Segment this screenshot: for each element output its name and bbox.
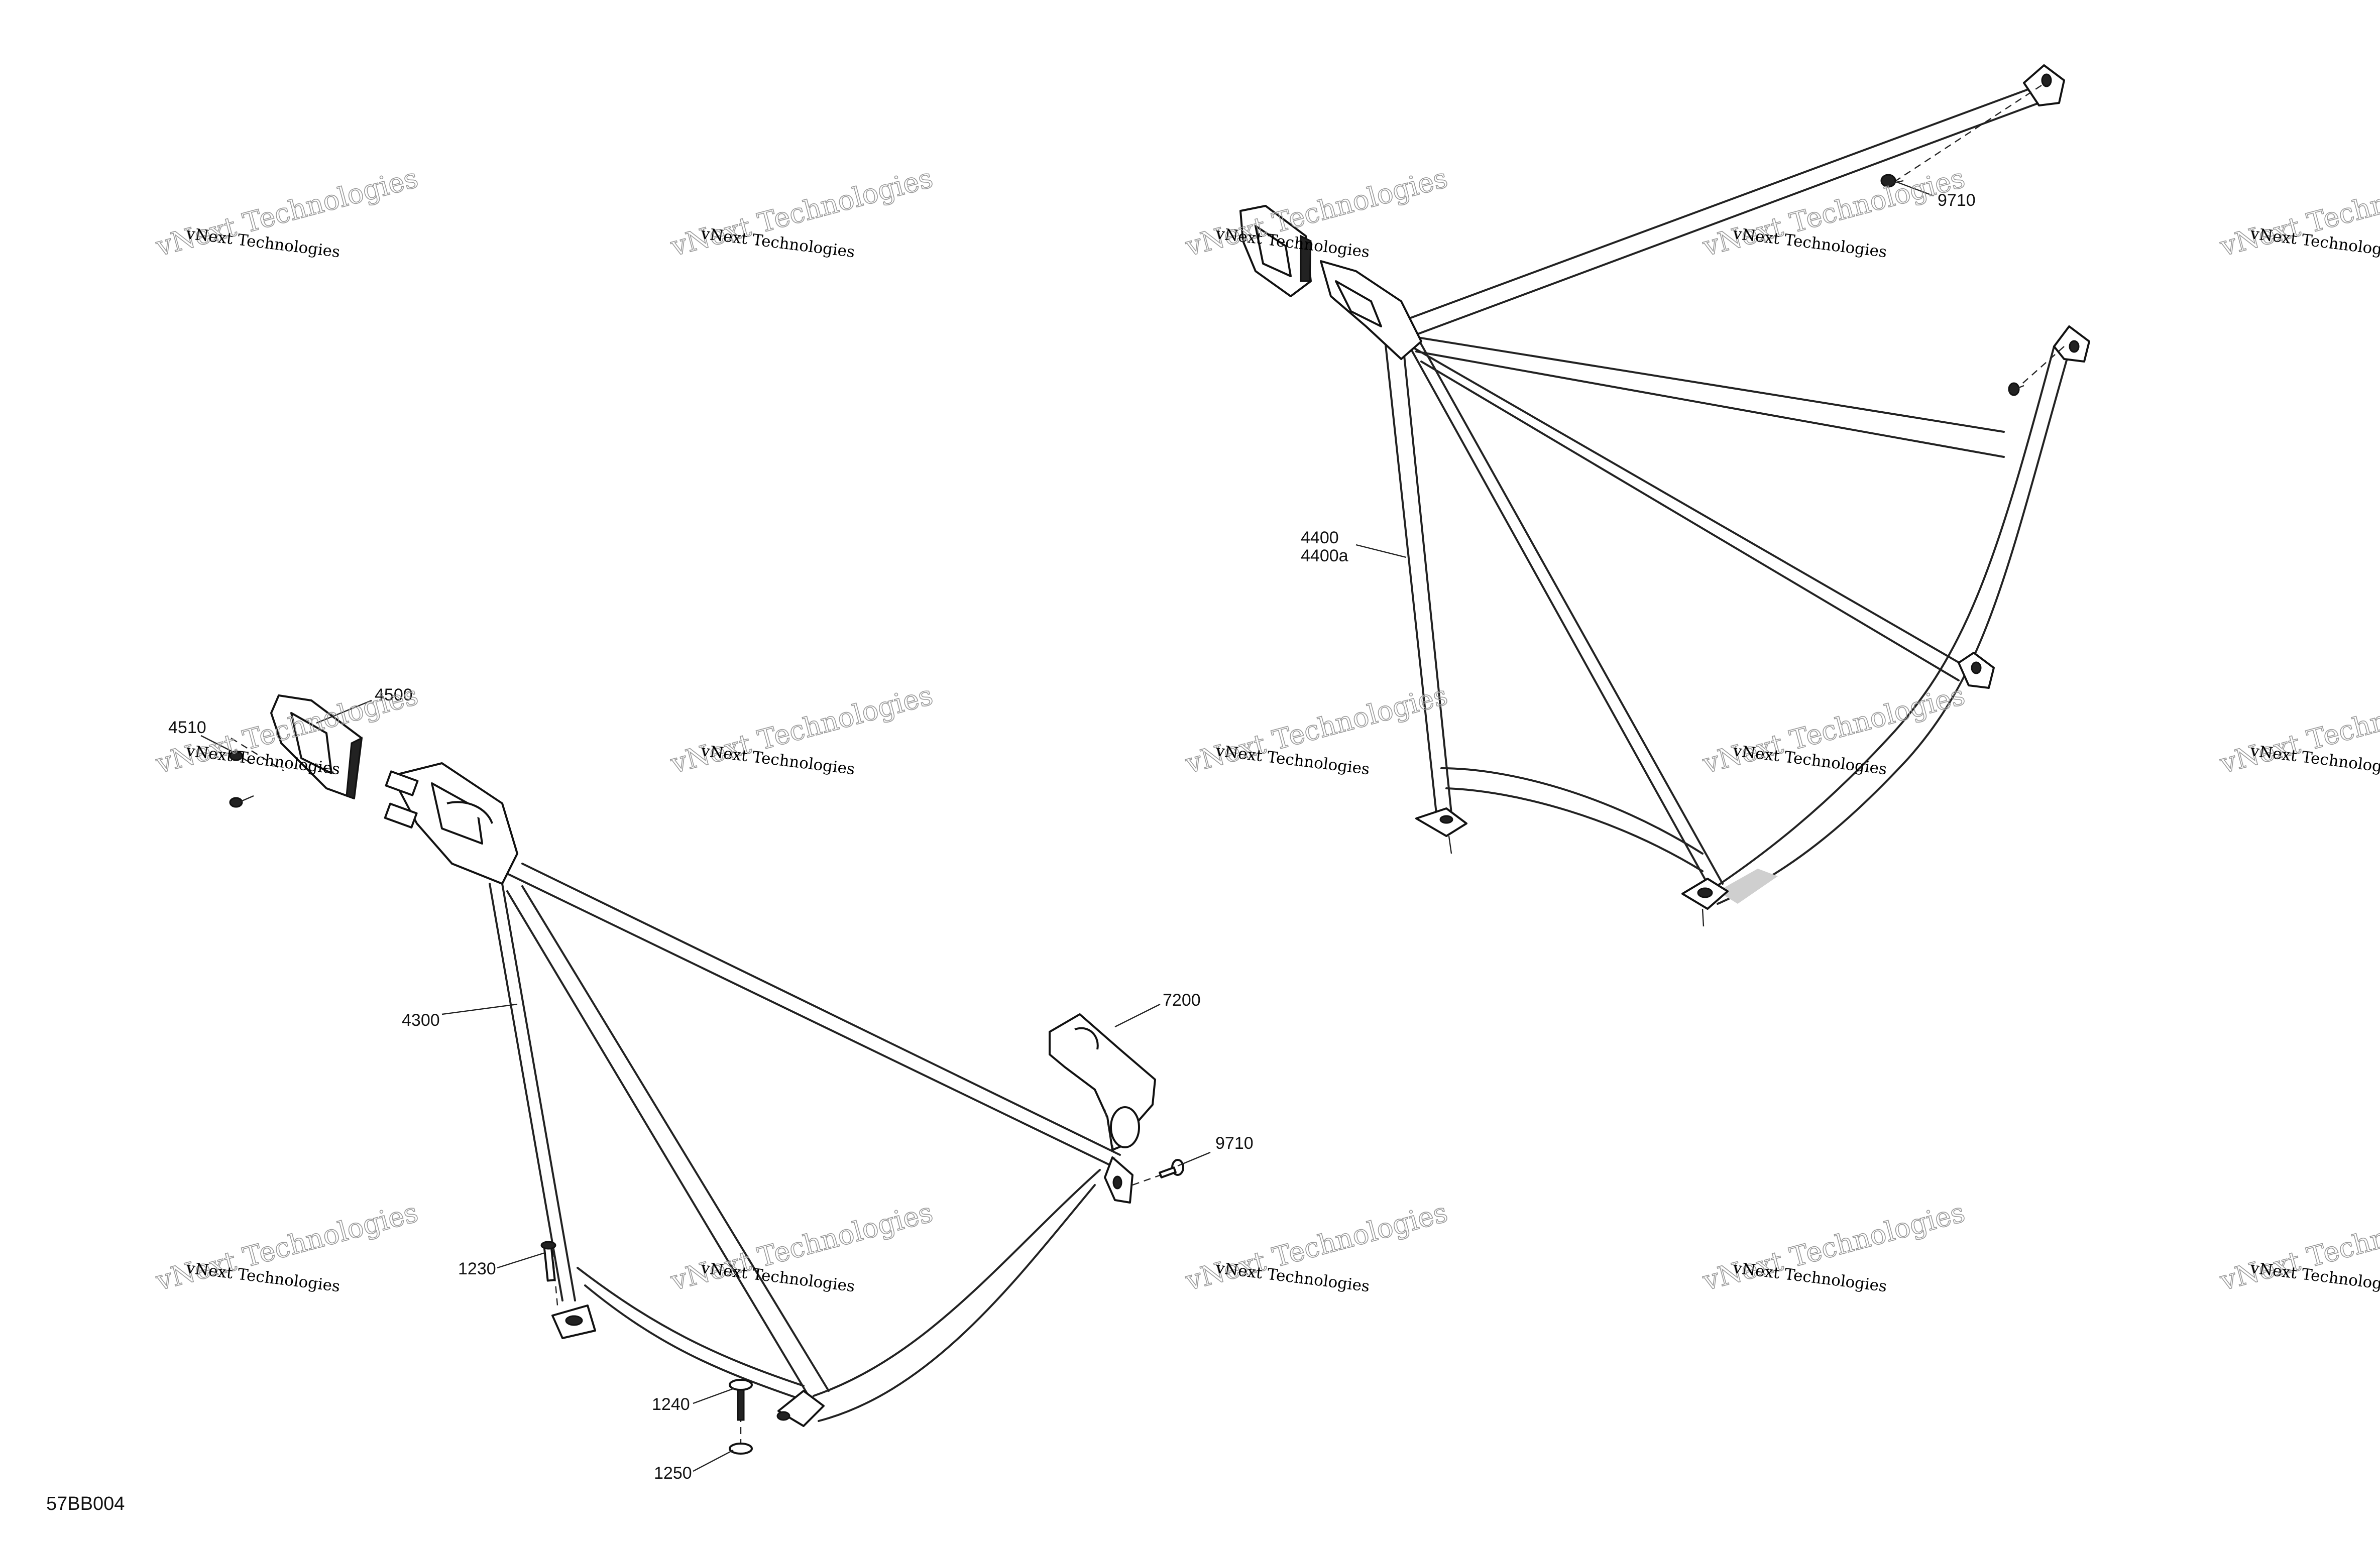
watermark-grid: vNext Technologies vNext Technologies vN…	[152, 162, 2380, 1297]
watermark: vNext Technologies vNext Technologies	[2216, 679, 2380, 780]
leader-7200	[1114, 1003, 1161, 1028]
strap-4300-bottom-curve	[577, 1267, 805, 1399]
leader-4500	[316, 699, 372, 724]
lower-strap-assembly	[200, 694, 1211, 1472]
watermark: vNext Technologies vNext Technologies	[1699, 1196, 1969, 1297]
strap-4400-inner-diagonal	[1400, 325, 1724, 885]
leader-9710-lower	[1177, 1151, 1211, 1167]
watermark: vNext Technologies vNext Technologies	[2216, 1196, 2380, 1297]
clip-upper	[1239, 205, 1312, 297]
watermark: vNext Technologies vNext Technologies	[152, 162, 422, 263]
leader-4510	[200, 735, 234, 753]
callout-4300: 4300	[402, 1011, 440, 1030]
callout-7200: 7200	[1163, 991, 1201, 1010]
leader-4300	[441, 1003, 518, 1015]
leader-1250	[693, 1449, 734, 1472]
callout-4500: 4500	[375, 685, 413, 704]
watermark: vNext Technologies vNext Technologies	[152, 1196, 422, 1297]
watermark: vNext Technologies vNext Technologies	[1182, 162, 1451, 263]
anchor-top	[1880, 64, 2065, 188]
watermark: vNext Technologies vNext Technologies	[667, 1196, 937, 1297]
watermark: vNext Technologies vNext Technologies	[667, 162, 937, 263]
callout-9710-upper: 9710	[1938, 191, 1976, 210]
strap-4300-inner-diagonal	[506, 885, 830, 1397]
anchor-bottom-upper	[1681, 878, 1729, 927]
anchor-right-7200	[1104, 1109, 1184, 1204]
strap-4400-left-leg	[1383, 325, 1452, 814]
strap-4400-right-leg	[1696, 345, 2070, 905]
leader-9710-upper	[1897, 181, 1934, 197]
callout-1250: 1250	[654, 1464, 692, 1483]
leader-1230	[497, 1252, 545, 1269]
strap-4400-middle	[1410, 335, 2005, 458]
watermark: vNext Technologies vNext Technologies	[1699, 679, 1969, 780]
watermark: vNext Technologies vNext Technologies	[2216, 162, 2380, 263]
diagram-code: 57BB004	[46, 1493, 125, 1514]
anchor-left-upper	[1415, 807, 1467, 854]
strap-4400-shaded-overlap	[1718, 869, 1778, 904]
upper-strap-assembly	[1239, 64, 2090, 927]
strap-4300-upper-diagonal	[506, 863, 1121, 1168]
clip-4500	[270, 694, 363, 800]
strap-4400-bottom-curve	[1440, 767, 1704, 872]
watermark: vNext Technologies vNext Technologies	[1182, 679, 1451, 780]
callout-1230: 1230	[458, 1259, 496, 1278]
buckle-tongue-4300	[384, 762, 518, 885]
callout-9710-lower: 9710	[1215, 1134, 1254, 1153]
callout-4400a: 4400a	[1301, 546, 1348, 565]
watermark: vNext Technologies vNext Technologies	[667, 679, 937, 780]
screw-4510	[229, 737, 284, 808]
leader-4400	[1355, 544, 1407, 558]
strap-4300-left-leg	[489, 883, 576, 1301]
callout-1240: 1240	[652, 1395, 690, 1414]
strap-4300-right-curve	[813, 1169, 1101, 1422]
watermark: vNext Technologies vNext Technologies	[1182, 1196, 1451, 1297]
callout-4400: 4400	[1301, 528, 1339, 547]
strap-4400-lower-diagonal	[1410, 345, 1965, 681]
guide-7200	[1049, 1013, 1156, 1151]
strap-4400-top	[1400, 84, 2040, 337]
anchor-mid	[2008, 325, 2090, 396]
callout-4510: 4510	[168, 718, 206, 737]
watermark: vNext Technologies vNext Technologies	[1699, 162, 1969, 263]
anchor-bottom	[729, 1379, 825, 1455]
anchor-right-upper	[1958, 652, 1995, 689]
anchor-left-1230	[540, 1241, 596, 1339]
leader-1240	[693, 1387, 735, 1404]
buckle-tongue-4400	[1320, 260, 1422, 360]
